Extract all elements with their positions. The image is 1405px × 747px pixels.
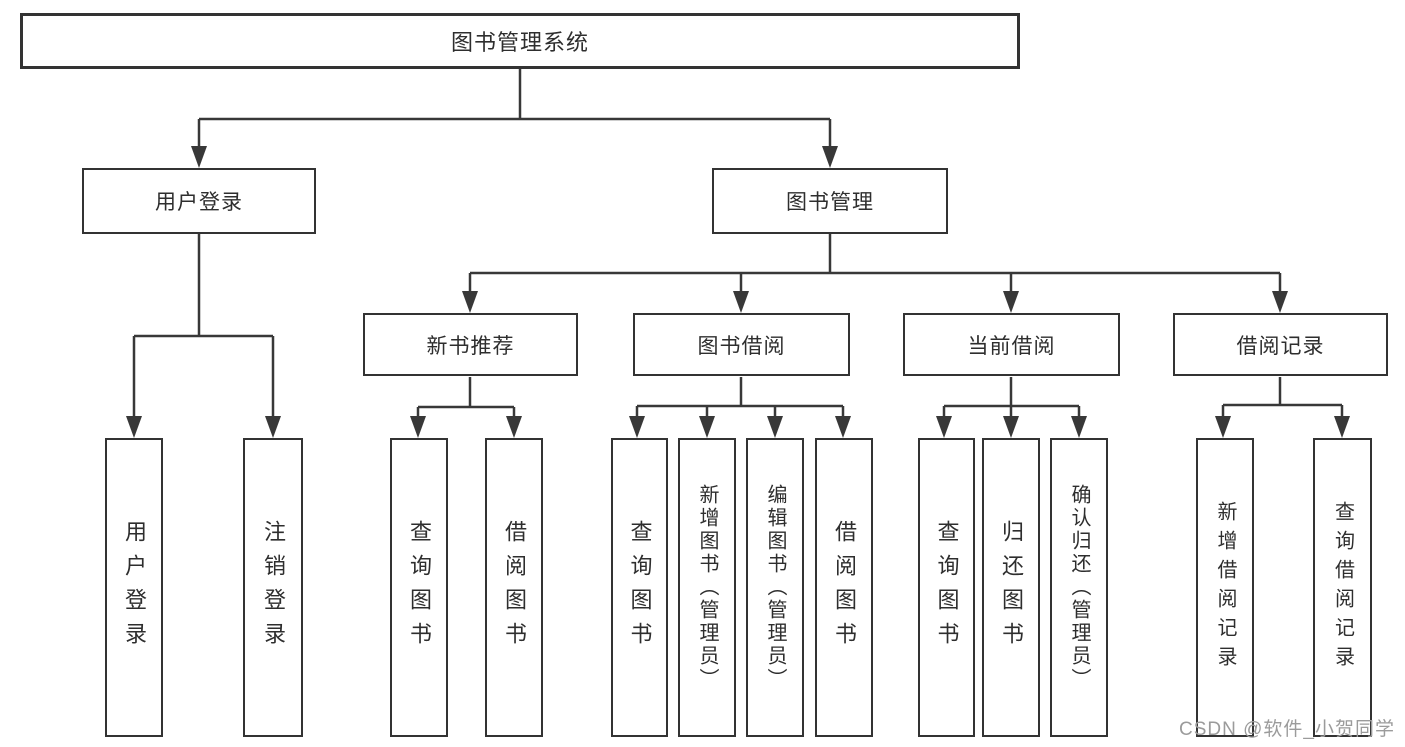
leaf-edit-books-admin: 编辑图书（管理员） — [746, 438, 804, 737]
node-root-library-system: 图书管理系统 — [20, 13, 1020, 69]
leaf-add-borrow-record: 新增借阅记录 — [1196, 438, 1254, 737]
node-user-login: 用户登录 — [82, 168, 316, 234]
leaf-query-books-current: 查询图书 — [918, 438, 975, 737]
node-borrowing-records: 借阅记录 — [1173, 313, 1388, 376]
leaf-logout: 注销登录 — [243, 438, 303, 737]
node-new-book-recommendation: 新书推荐 — [363, 313, 578, 376]
leaf-confirm-return-admin: 确认归还（管理员） — [1050, 438, 1108, 737]
csdn-watermark: CSDN @软件_小贺同学 — [1179, 719, 1395, 740]
leaf-borrow-books-borrowing: 借阅图书 — [815, 438, 873, 737]
arrowhead-icons — [126, 146, 1350, 438]
leaf-query-books-recommend: 查询图书 — [390, 438, 448, 737]
node-current-borrowing: 当前借阅 — [903, 313, 1120, 376]
leaf-user-login: 用户登录 — [105, 438, 163, 737]
leaf-borrow-books-recommend: 借阅图书 — [485, 438, 543, 737]
leaf-query-borrow-record: 查询借阅记录 — [1313, 438, 1372, 737]
node-book-borrowing: 图书借阅 — [633, 313, 850, 376]
node-book-management: 图书管理 — [712, 168, 948, 234]
leaf-add-books-admin: 新增图书（管理员） — [678, 438, 736, 737]
leaf-query-books-borrowing: 查询图书 — [611, 438, 668, 737]
leaf-return-books: 归还图书 — [982, 438, 1040, 737]
